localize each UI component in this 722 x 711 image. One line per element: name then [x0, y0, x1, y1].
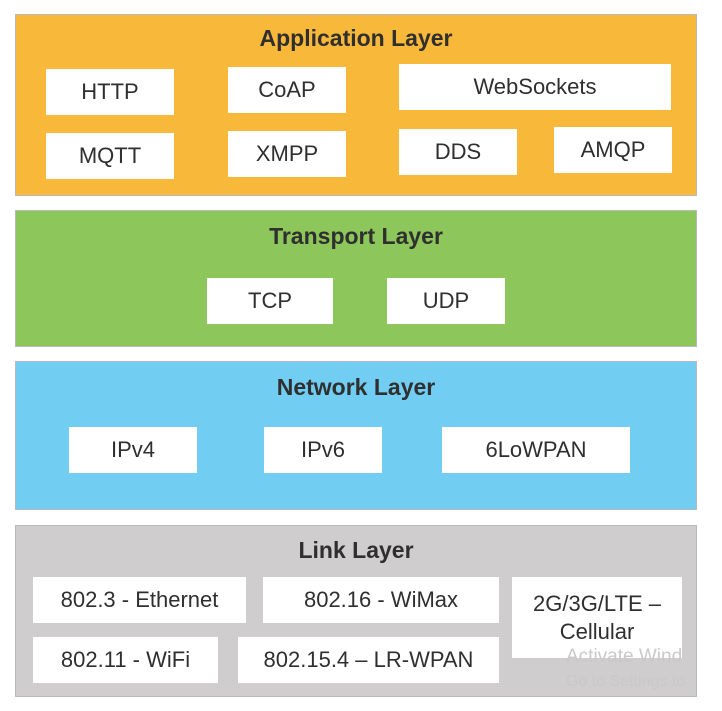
- protocol-tcp: TCP: [207, 278, 333, 324]
- protocol-cellular: 2G/3G/LTE – Cellular: [512, 577, 682, 658]
- application-layer-title: Application Layer: [259, 25, 453, 51]
- protocol-ipv6: IPv6: [264, 427, 382, 473]
- protocol-http: HTTP: [46, 69, 174, 115]
- protocol-udp: UDP: [387, 278, 505, 324]
- protocol-xmpp: XMPP: [228, 131, 346, 177]
- transport-layer-title: Transport Layer: [269, 223, 443, 249]
- protocol-cellular-line1: 2G/3G/LTE –: [533, 591, 661, 616]
- protocol-802-11-wifi: 802.11 - WiFi: [33, 637, 218, 683]
- protocol-coap: CoAP: [228, 67, 346, 113]
- protocol-802-3-ethernet: 802.3 - Ethernet: [33, 577, 246, 623]
- network-layer: Network Layer IPv4 IPv6 6LoWPAN: [15, 361, 697, 510]
- network-layer-title: Network Layer: [276, 374, 436, 400]
- link-layer: Link Layer 802.3 - Ethernet 802.16 - WiM…: [15, 525, 697, 697]
- transport-layer: Transport Layer TCP UDP: [15, 210, 697, 347]
- protocol-802-15-4-lr-wpan: 802.15.4 – LR-WPAN: [238, 637, 499, 683]
- protocol-dds: DDS: [399, 129, 517, 175]
- application-layer: Application Layer HTTP CoAP WebSockets M…: [15, 14, 697, 196]
- protocol-websockets: WebSockets: [399, 64, 671, 110]
- protocol-cellular-line2: Cellular: [559, 618, 635, 644]
- protocol-mqtt: MQTT: [46, 133, 174, 179]
- protocol-802-16-wimax: 802.16 - WiMax: [263, 577, 499, 623]
- protocol-ipv4: IPv4: [69, 427, 197, 473]
- protocol-6lowpan: 6LoWPAN: [442, 427, 630, 473]
- link-layer-title: Link Layer: [298, 537, 414, 563]
- protocol-amqp: AMQP: [554, 127, 672, 173]
